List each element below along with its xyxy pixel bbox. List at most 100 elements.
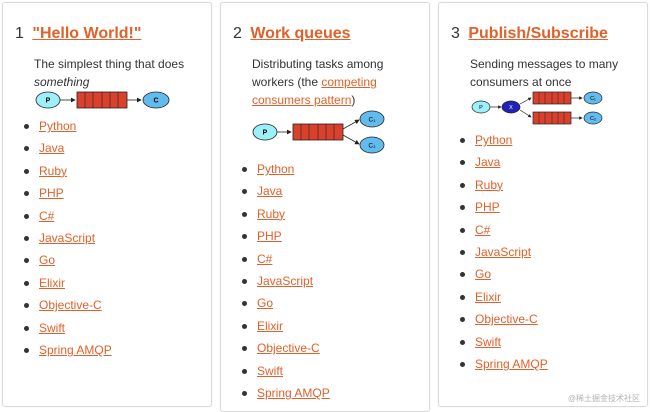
consumer-node xyxy=(583,91,603,105)
language-link-swift[interactable]: Swift xyxy=(39,320,66,335)
list-item: Spring AMQP xyxy=(241,385,330,407)
language-link-elixir[interactable]: Elixir xyxy=(39,275,65,290)
list-item: Spring AMQP xyxy=(23,342,112,364)
consumer-label: C₂ xyxy=(590,116,596,122)
list-item: Objective-C xyxy=(241,340,330,362)
language-link-ruby[interactable]: Ruby xyxy=(475,177,504,192)
list-item: PHP xyxy=(459,199,548,221)
tutorial-heading: 1 "Hello World!" xyxy=(15,25,141,43)
language-link-python[interactable]: Python xyxy=(475,133,513,147)
language-link-objective-c[interactable]: Objective-C xyxy=(257,341,320,356)
list-item: Swift xyxy=(23,320,112,342)
language-link-php[interactable]: PHP xyxy=(257,229,282,244)
language-link-csharp[interactable]: C# xyxy=(475,222,491,237)
list-item: Python xyxy=(241,161,330,183)
competing-consumers-link[interactable]: competing consumers pattern xyxy=(252,75,377,107)
language-list: Python Java Ruby PHP C# JavaScript Go El… xyxy=(459,132,548,378)
list-item: Go xyxy=(23,252,112,274)
list-item: C# xyxy=(241,251,330,273)
arrow xyxy=(342,134,360,145)
language-link-go[interactable]: Go xyxy=(257,296,274,311)
language-link-java[interactable]: Java xyxy=(39,141,65,156)
watermark: @稀土掘金技术社区 xyxy=(567,394,640,403)
publish-subscribe-diagram: P X C₁ C₂ xyxy=(471,91,603,125)
description-suffix: ) xyxy=(351,93,356,107)
language-link-php[interactable]: PHP xyxy=(475,200,500,215)
tutorial-title-link[interactable]: Publish/Subscribe xyxy=(468,25,608,42)
consumer-label: C₁ xyxy=(590,96,596,102)
producer-label: P xyxy=(46,98,51,105)
list-item: Python xyxy=(23,118,112,140)
list-item: Objective-C xyxy=(459,311,548,333)
list-item: Java xyxy=(23,140,112,162)
language-link-spring-amqp[interactable]: Spring AMQP xyxy=(257,385,330,400)
language-link-swift[interactable]: Swift xyxy=(257,363,284,378)
arrow xyxy=(342,119,360,130)
tutorial-title-link[interactable]: "Hello World!" xyxy=(32,25,142,42)
language-link-spring-amqp[interactable]: Spring AMQP xyxy=(475,356,548,371)
language-link-javascript[interactable]: JavaScript xyxy=(39,230,96,245)
language-link-python[interactable]: Python xyxy=(257,162,295,176)
list-item: JavaScript xyxy=(23,230,112,252)
description-text: The simplest thing that does xyxy=(34,57,185,71)
consumer-label: C xyxy=(153,98,158,105)
exchange-node xyxy=(501,100,521,114)
language-link-ruby[interactable]: Ruby xyxy=(257,206,286,221)
description-emphasis: something xyxy=(34,75,90,89)
language-link-java[interactable]: Java xyxy=(475,155,501,170)
language-link-ruby[interactable]: Ruby xyxy=(39,163,68,178)
language-link-objective-c[interactable]: Objective-C xyxy=(39,298,102,313)
list-item: Elixir xyxy=(23,275,112,297)
consumer-node xyxy=(359,110,385,128)
list-item: Elixir xyxy=(241,318,330,340)
list-item: Swift xyxy=(459,334,548,356)
list-item: Elixir xyxy=(459,289,548,311)
arrow xyxy=(519,97,532,105)
language-link-objective-c[interactable]: Objective-C xyxy=(475,312,538,327)
tutorial-heading: 2 Work queues xyxy=(233,25,351,43)
language-link-java[interactable]: Java xyxy=(257,184,283,199)
language-list: Python Java Ruby PHP C# JavaScript Go El… xyxy=(241,161,330,407)
description-text: Distributing tasks among workers (the xyxy=(252,57,384,89)
language-link-go[interactable]: Go xyxy=(475,267,492,282)
language-link-csharp[interactable]: C# xyxy=(39,208,55,223)
language-link-csharp[interactable]: C# xyxy=(257,251,273,266)
list-item: PHP xyxy=(241,228,330,250)
tutorial-number: 3 xyxy=(451,25,460,42)
list-item: Swift xyxy=(241,363,330,385)
description-text: Sending messages to many consumers at on… xyxy=(470,57,619,89)
tutorial-number: 2 xyxy=(233,25,242,42)
tutorial-heading: 3 Publish/Subscribe xyxy=(451,25,608,43)
list-item: JavaScript xyxy=(241,273,330,295)
list-item: JavaScript xyxy=(459,244,548,266)
list-item: Ruby xyxy=(459,177,548,199)
producer-label: P xyxy=(479,105,483,111)
language-link-php[interactable]: PHP xyxy=(39,186,64,201)
hello-world-diagram: P C xyxy=(35,91,170,109)
consumer-label: C₁ xyxy=(369,117,377,124)
list-item: Python xyxy=(459,132,548,154)
language-link-swift[interactable]: Swift xyxy=(475,334,502,349)
tutorial-description: Distributing tasks among workers (the co… xyxy=(252,55,422,109)
list-item: Ruby xyxy=(241,206,330,228)
tutorial-card-work-queues: 2 Work queues Distributing tasks among w… xyxy=(220,2,430,412)
language-link-javascript[interactable]: JavaScript xyxy=(257,273,314,288)
language-link-python[interactable]: Python xyxy=(39,119,77,133)
list-item: Java xyxy=(241,183,330,205)
language-link-go[interactable]: Go xyxy=(39,253,56,268)
producer-label: P xyxy=(263,130,268,137)
language-link-javascript[interactable]: JavaScript xyxy=(475,244,532,259)
tutorial-title-link[interactable]: Work queues xyxy=(250,25,351,42)
language-link-spring-amqp[interactable]: Spring AMQP xyxy=(39,342,112,357)
language-link-elixir[interactable]: Elixir xyxy=(475,289,501,304)
work-queues-diagram: P C₁ C₂ xyxy=(252,110,385,154)
tutorial-number: 1 xyxy=(15,25,24,42)
list-item: Spring AMQP xyxy=(459,356,548,378)
list-item: C# xyxy=(23,208,112,230)
consumer-label: C₂ xyxy=(368,143,376,150)
language-link-elixir[interactable]: Elixir xyxy=(257,318,283,333)
consumer-node xyxy=(583,111,603,125)
consumer-node xyxy=(142,91,170,109)
arrow xyxy=(519,109,532,118)
list-item: Ruby xyxy=(23,163,112,185)
